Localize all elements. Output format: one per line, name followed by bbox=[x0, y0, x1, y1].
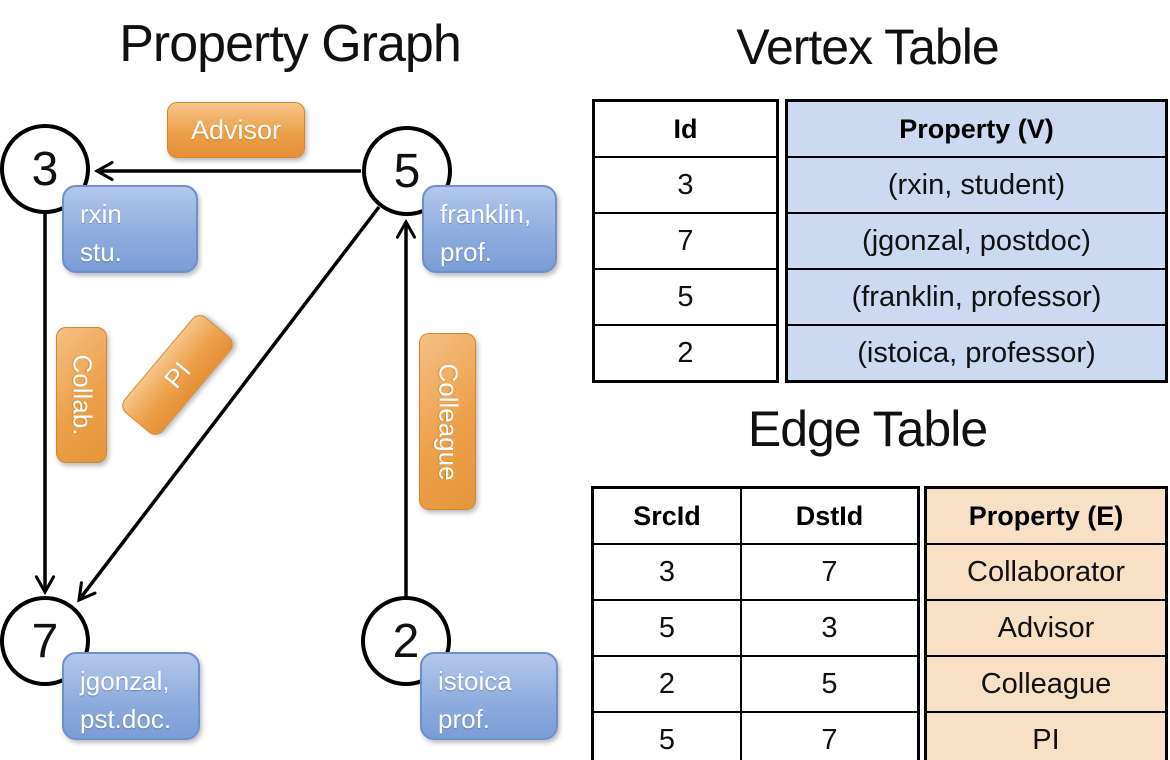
table-row: Collaborator bbox=[925, 543, 1167, 601]
vertex-property-cell: (jgonzal, postdoc) bbox=[786, 212, 1167, 270]
vertex-property-box-5: franklin, prof. bbox=[422, 185, 557, 273]
edge-srcid-cell: 5 bbox=[592, 711, 742, 760]
edge-label-advisor: Advisor bbox=[167, 102, 305, 158]
property-line: istoica bbox=[438, 666, 512, 696]
table-row: PI bbox=[925, 711, 1167, 760]
edge-srcid-header: SrcId bbox=[592, 487, 742, 545]
table-row: (jgonzal, postdoc) bbox=[786, 212, 1167, 270]
edge-5-to-7-arrow bbox=[77, 205, 381, 603]
property-line: rxin bbox=[80, 199, 122, 229]
vertex-table-property-column: Property (V) (rxin, student) (jgonzal, p… bbox=[785, 99, 1168, 383]
edge-label-colleague-text: Colleague bbox=[433, 362, 463, 481]
edge-table-property-column: Property (E) Collaborator Advisor Collea… bbox=[924, 486, 1168, 760]
edge-property-cell: Collaborator bbox=[925, 543, 1167, 601]
node-id: 2 bbox=[392, 614, 420, 668]
edge-property-header: Property (E) bbox=[925, 487, 1167, 545]
table-row: 5 bbox=[593, 268, 778, 326]
graph-node-2: 2 bbox=[361, 596, 451, 686]
vertex-table-title: Vertex Table bbox=[736, 19, 999, 75]
property-line: pst.doc. bbox=[80, 703, 172, 734]
property-line: prof. bbox=[440, 236, 493, 267]
vertex-property-box-2: istoica prof. bbox=[420, 652, 558, 740]
edge-dstid-cell: 7 bbox=[740, 543, 919, 601]
table-row: 5 7 bbox=[592, 711, 919, 760]
edge-srcid-cell: 5 bbox=[592, 599, 742, 657]
vertex-property-cell: (istoica, professor) bbox=[786, 324, 1167, 382]
table-row: 5 3 bbox=[592, 599, 919, 657]
edge-srcid-cell: 3 bbox=[592, 543, 742, 601]
vertex-property-header: Property (V) bbox=[786, 100, 1167, 158]
edge-table-id-columns: SrcId DstId 3 7 5 3 2 5 5 7 bbox=[591, 486, 920, 760]
table-row: (rxin, student) bbox=[786, 156, 1167, 214]
table-row: Colleague bbox=[925, 655, 1167, 713]
table-row: 2 bbox=[593, 324, 778, 382]
edge-table-title: Edge Table bbox=[747, 401, 988, 457]
edge-label-collab: Collab. bbox=[56, 327, 107, 463]
vertex-id-cell: 2 bbox=[593, 324, 778, 382]
table-row: 7 bbox=[593, 212, 778, 270]
node-id: 5 bbox=[393, 144, 421, 198]
vertex-id-cell: 3 bbox=[593, 156, 778, 214]
vertex-property-cell: (franklin, professor) bbox=[786, 268, 1167, 326]
edge-dstid-cell: 3 bbox=[740, 599, 919, 657]
edge-property-cell: PI bbox=[925, 711, 1167, 760]
vertex-id-cell: 7 bbox=[593, 212, 778, 270]
table-row: (istoica, professor) bbox=[786, 324, 1167, 382]
node-id: 3 bbox=[31, 142, 59, 196]
vertex-property-cell: (rxin, student) bbox=[786, 156, 1167, 214]
property-line: prof. bbox=[438, 703, 491, 734]
vertex-table-id-column: Id 3 7 5 2 bbox=[592, 99, 779, 383]
edge-dstid-header: DstId bbox=[740, 487, 919, 545]
graph-node-5: 5 bbox=[362, 126, 452, 216]
table-row: 2 5 bbox=[592, 655, 919, 713]
graph-edges bbox=[34, 160, 417, 603]
edge-dstid-cell: 5 bbox=[740, 655, 919, 713]
vertex-property-box-3: rxin stu. bbox=[62, 185, 198, 273]
vertex-id-header: Id bbox=[593, 100, 778, 158]
vertex-id-cell: 5 bbox=[593, 268, 778, 326]
node-id: 7 bbox=[31, 614, 59, 668]
edge-srcid-cell: 2 bbox=[592, 655, 742, 713]
table-row: (franklin, professor) bbox=[786, 268, 1167, 326]
edge-dstid-cell: 7 bbox=[740, 711, 919, 760]
property-line: stu. bbox=[80, 236, 122, 267]
edge-property-cell: Colleague bbox=[925, 655, 1167, 713]
property-graph-title: Property Graph bbox=[119, 15, 462, 73]
edge-property-cell: Advisor bbox=[925, 599, 1167, 657]
property-line: jgonzal, bbox=[80, 666, 170, 696]
edge-label-collab-text: Collab. bbox=[67, 354, 97, 436]
table-row: 3 7 bbox=[592, 543, 919, 601]
table-row: Advisor bbox=[925, 599, 1167, 657]
property-line: franklin, bbox=[440, 199, 532, 229]
edge-label-colleague: Colleague bbox=[419, 333, 476, 510]
vertex-property-box-7: jgonzal, pst.doc. bbox=[62, 652, 200, 740]
table-row: 3 bbox=[593, 156, 778, 214]
